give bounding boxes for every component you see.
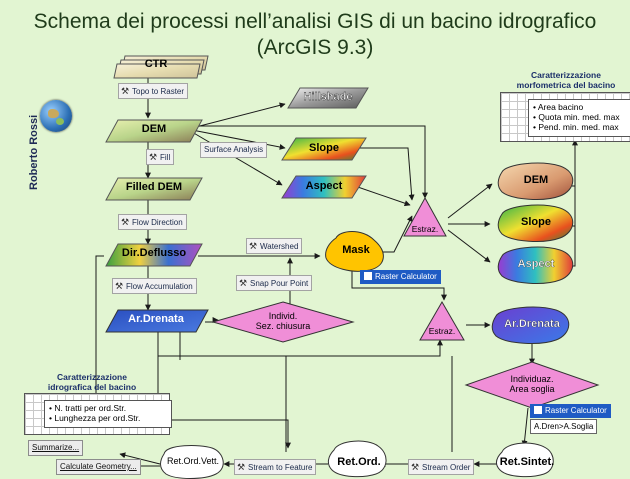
tool-topo-to-raster[interactable]: ⚒Topo to Raster — [118, 83, 189, 99]
globe-icon — [40, 100, 72, 132]
mask-shape — [325, 231, 384, 272]
author-name: Roberto Rossi — [28, 114, 40, 190]
tool-stream-to-feature-label: Stream to Feature — [248, 463, 313, 472]
calculator-icon — [534, 406, 542, 414]
clipped-dem-blob — [497, 162, 574, 200]
ctr-layer — [113, 55, 209, 79]
tool-snap-pour-point[interactable]: ⚒Snap Pour Point — [236, 275, 313, 291]
tool-flow-accumulation-label: Flow Accumulation — [126, 282, 193, 291]
individuaz-area-diamond — [464, 361, 600, 409]
morfometrica-item: • Area bacino — [533, 102, 584, 112]
hammer-icon: ⚒ — [239, 278, 248, 288]
tool-stream-to-feature[interactable]: ⚒Stream to Feature — [234, 459, 317, 475]
calculator-icon — [364, 272, 372, 280]
tool-watershed[interactable]: ⚒Watershed — [246, 238, 303, 254]
ret-ord-shape — [327, 440, 387, 478]
estraz-triangle-1 — [403, 196, 447, 237]
estraz-triangle-2 — [419, 301, 465, 341]
morfometrica-title-line2: morfometrica del bacino — [516, 80, 616, 90]
morfometrica-title: Caratterizzazione morfometrica del bacin… — [500, 70, 630, 90]
connectors — [83, 72, 578, 469]
tool-flow-accumulation[interactable]: ⚒Flow Accumulation — [112, 278, 197, 294]
summarize-button[interactable]: Summarize... — [28, 440, 84, 456]
raster-calculator-caption-2[interactable]: Raster Calculator — [530, 404, 611, 418]
hammer-icon: ⚒ — [249, 241, 258, 251]
tool-flow-direction[interactable]: ⚒Flow Direction — [118, 214, 187, 230]
hammer-icon: ⚒ — [115, 281, 124, 291]
slope-layer — [281, 137, 367, 161]
dem-layer — [105, 119, 203, 143]
raster-calculator-formula: A.Dren>A.Soglia — [530, 419, 598, 434]
ret-sintet-shape — [495, 442, 554, 478]
tool-surface-analysis-label: Surface Analysis — [204, 145, 264, 154]
morfometrica-list: • Area bacino • Quota min. med. max • Pe… — [528, 99, 630, 137]
tool-flow-direction-label: Flow Direction — [132, 218, 183, 227]
idrografica-title-line2: idrografica del bacino — [47, 382, 137, 392]
calculate-geometry-button[interactable]: Calculate Geometry... — [56, 459, 141, 475]
clipped-slope-blob — [497, 204, 574, 242]
dir-deflusso-layer — [105, 243, 203, 267]
raster-calculator-caption-1-label: Raster Calculator — [375, 272, 437, 281]
clipped-aspect-blob — [497, 246, 574, 284]
tool-watershed-label: Watershed — [260, 242, 299, 251]
hammer-icon: ⚒ — [149, 152, 158, 162]
individ-sez-diamond — [211, 301, 355, 343]
hammer-icon: ⚒ — [121, 217, 130, 227]
idrografica-title: Caratterizzazione idrografica del bacino — [22, 372, 162, 392]
tool-fill-label: Fill — [160, 153, 171, 162]
idrografica-title-line1: Caratterizzazione — [57, 372, 127, 382]
tool-topo-to-raster-label: Topo to Raster — [132, 87, 185, 96]
filled-dem-layer — [105, 177, 203, 201]
ret-ord-vett-shape — [160, 445, 224, 479]
tool-surface-analysis[interactable]: Surface Analysis — [200, 142, 268, 158]
raster-calculator-caption-1[interactable]: Raster Calculator — [360, 270, 441, 284]
tool-fill[interactable]: ⚒Fill — [146, 149, 175, 165]
diagram-title-line2: (ArcGIS 9.3) — [256, 36, 374, 59]
tool-snap-pour-point-label: Snap Pour Point — [250, 279, 309, 288]
aspect-layer — [281, 175, 367, 199]
ar-drenata-layer — [105, 309, 209, 333]
tool-stream-order[interactable]: ⚒Stream Order — [408, 459, 475, 475]
idrografica-list: • N. tratti per ord.Str. • Lunghezza per… — [44, 400, 172, 428]
hammer-icon: ⚒ — [411, 462, 420, 472]
morfometrica-item: • Pend. min. med. max — [533, 122, 619, 132]
tool-stream-order-label: Stream Order — [422, 463, 471, 472]
hammer-icon: ⚒ — [237, 462, 246, 472]
hammer-icon: ⚒ — [121, 86, 130, 96]
hillshade-layer — [287, 87, 369, 109]
diagram-title-line1: Schema dei processi nell’analisi GIS di … — [33, 10, 597, 33]
clipped-ar-drenata-blob — [491, 306, 570, 344]
morfometrica-title-line1: Caratterizzazione — [531, 70, 601, 80]
raster-calculator-caption-2-label: Raster Calculator — [545, 406, 607, 415]
morfometrica-item: • Quota min. med. max — [533, 112, 620, 122]
idrografica-item: • Lunghezza per ord.Str. — [49, 413, 141, 423]
idrografica-item: • N. tratti per ord.Str. — [49, 403, 127, 413]
